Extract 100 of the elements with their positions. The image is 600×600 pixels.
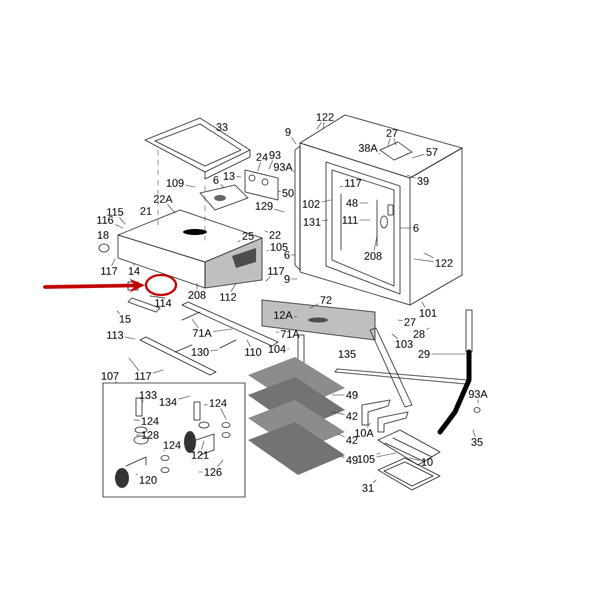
leader-line (322, 220, 328, 221)
leader-line (414, 258, 434, 262)
callout-number: 29 (418, 350, 430, 358)
callout-number: 50 (282, 189, 294, 197)
leader-line (217, 460, 224, 467)
callout-number: 124 (164, 441, 181, 449)
callout-number: 116 (97, 216, 114, 224)
leader-line (204, 404, 208, 406)
leader-line (201, 440, 204, 450)
callout-number: 133 (140, 391, 157, 399)
leader-line (196, 282, 198, 290)
callout-number: 13 (224, 172, 235, 180)
callout-number: 71A (192, 329, 212, 337)
callout-number: 27 (386, 129, 398, 137)
leader-line (246, 340, 251, 347)
callout-number: 122 (436, 259, 452, 267)
leader-line (287, 348, 290, 350)
callout-number: 105 (358, 455, 375, 463)
callout-number: 101 (420, 309, 436, 317)
leader-line (472, 430, 476, 437)
callout-number: 93 (269, 151, 281, 159)
callout-number: 10 (422, 458, 433, 466)
callout-number: 42 (346, 412, 358, 420)
leader-line (136, 474, 138, 475)
callout-number: 93A (274, 163, 293, 171)
leader-line (392, 334, 398, 339)
callout-number: 128 (142, 431, 159, 439)
callout-number: 104 (268, 345, 286, 353)
leader-line (230, 282, 236, 292)
callout-number: 107 (102, 372, 118, 380)
leader-line (134, 420, 140, 421)
leader-line (398, 320, 403, 322)
callout-number: 129 (256, 202, 273, 210)
leader-line (374, 236, 378, 251)
callout-number: 35 (471, 438, 483, 446)
callout-number: 22A (154, 195, 173, 203)
callout-number: 121 (192, 451, 208, 459)
leader-line (340, 456, 345, 458)
callout-number: 18 (98, 231, 109, 239)
callout-number: 49 (346, 391, 358, 399)
leader-line (332, 394, 345, 396)
leader-line (338, 434, 345, 437)
leader-line (291, 278, 298, 280)
callout-number: 21 (140, 207, 152, 215)
callout-number: 72 (320, 296, 332, 304)
leader-line (278, 190, 281, 192)
callout-number: 115 (107, 208, 124, 216)
callout-number: 134 (160, 398, 177, 406)
leader-line (376, 452, 396, 458)
callout-number: 12A (274, 311, 293, 319)
callout-number: 114 (155, 299, 172, 307)
leader-line (276, 332, 279, 333)
leader-line (424, 252, 434, 258)
leader-line (220, 408, 226, 420)
callout-number: 131 (304, 218, 320, 226)
callout-number: 126 (204, 468, 222, 476)
callout-number: 9 (284, 275, 290, 283)
callout-number: 57 (426, 148, 438, 156)
leader-line (394, 138, 396, 146)
leader-line (153, 370, 164, 374)
leader-line (310, 304, 319, 308)
leader-line (376, 452, 380, 455)
leader-line (266, 250, 269, 252)
callout-number: 124 (142, 417, 159, 425)
callout-number: 110 (245, 348, 262, 356)
leader-line (258, 162, 261, 172)
callout-number: 120 (140, 476, 157, 484)
leader-line (238, 240, 241, 242)
leader-line (185, 184, 196, 188)
callout-number: 112 (220, 293, 236, 301)
leader-line (340, 186, 343, 188)
inset-box (102, 382, 246, 498)
callout-number: 42 (346, 436, 358, 444)
callout-number: 49 (346, 456, 358, 464)
callout-number: 15 (120, 315, 131, 323)
leader-line (322, 122, 324, 130)
leader-line (142, 400, 144, 402)
leader-line (274, 208, 284, 212)
leader-line (406, 174, 416, 178)
callout-number: 109 (166, 179, 184, 187)
callout-number: 71A (280, 330, 300, 338)
leader-line (220, 184, 224, 188)
leader-line (316, 122, 322, 130)
callout-number: 6 (414, 224, 419, 232)
leader-line (111, 258, 116, 266)
callout-number: 25 (242, 232, 254, 240)
callout-number: 122 (316, 113, 334, 121)
leader-line (136, 434, 140, 436)
callout-number: 130 (192, 348, 209, 356)
leader-line (422, 302, 426, 308)
leader-line (119, 217, 126, 224)
callout-number: 111 (342, 216, 358, 224)
callout-number: 208 (188, 291, 206, 299)
leader-line (321, 200, 332, 202)
callout-number: 117 (135, 372, 152, 380)
leader-line (125, 336, 136, 340)
callout-number: 102 (302, 200, 320, 208)
callout-number: 22 (270, 231, 280, 239)
leader-line (115, 381, 117, 383)
leader-line (292, 170, 295, 172)
